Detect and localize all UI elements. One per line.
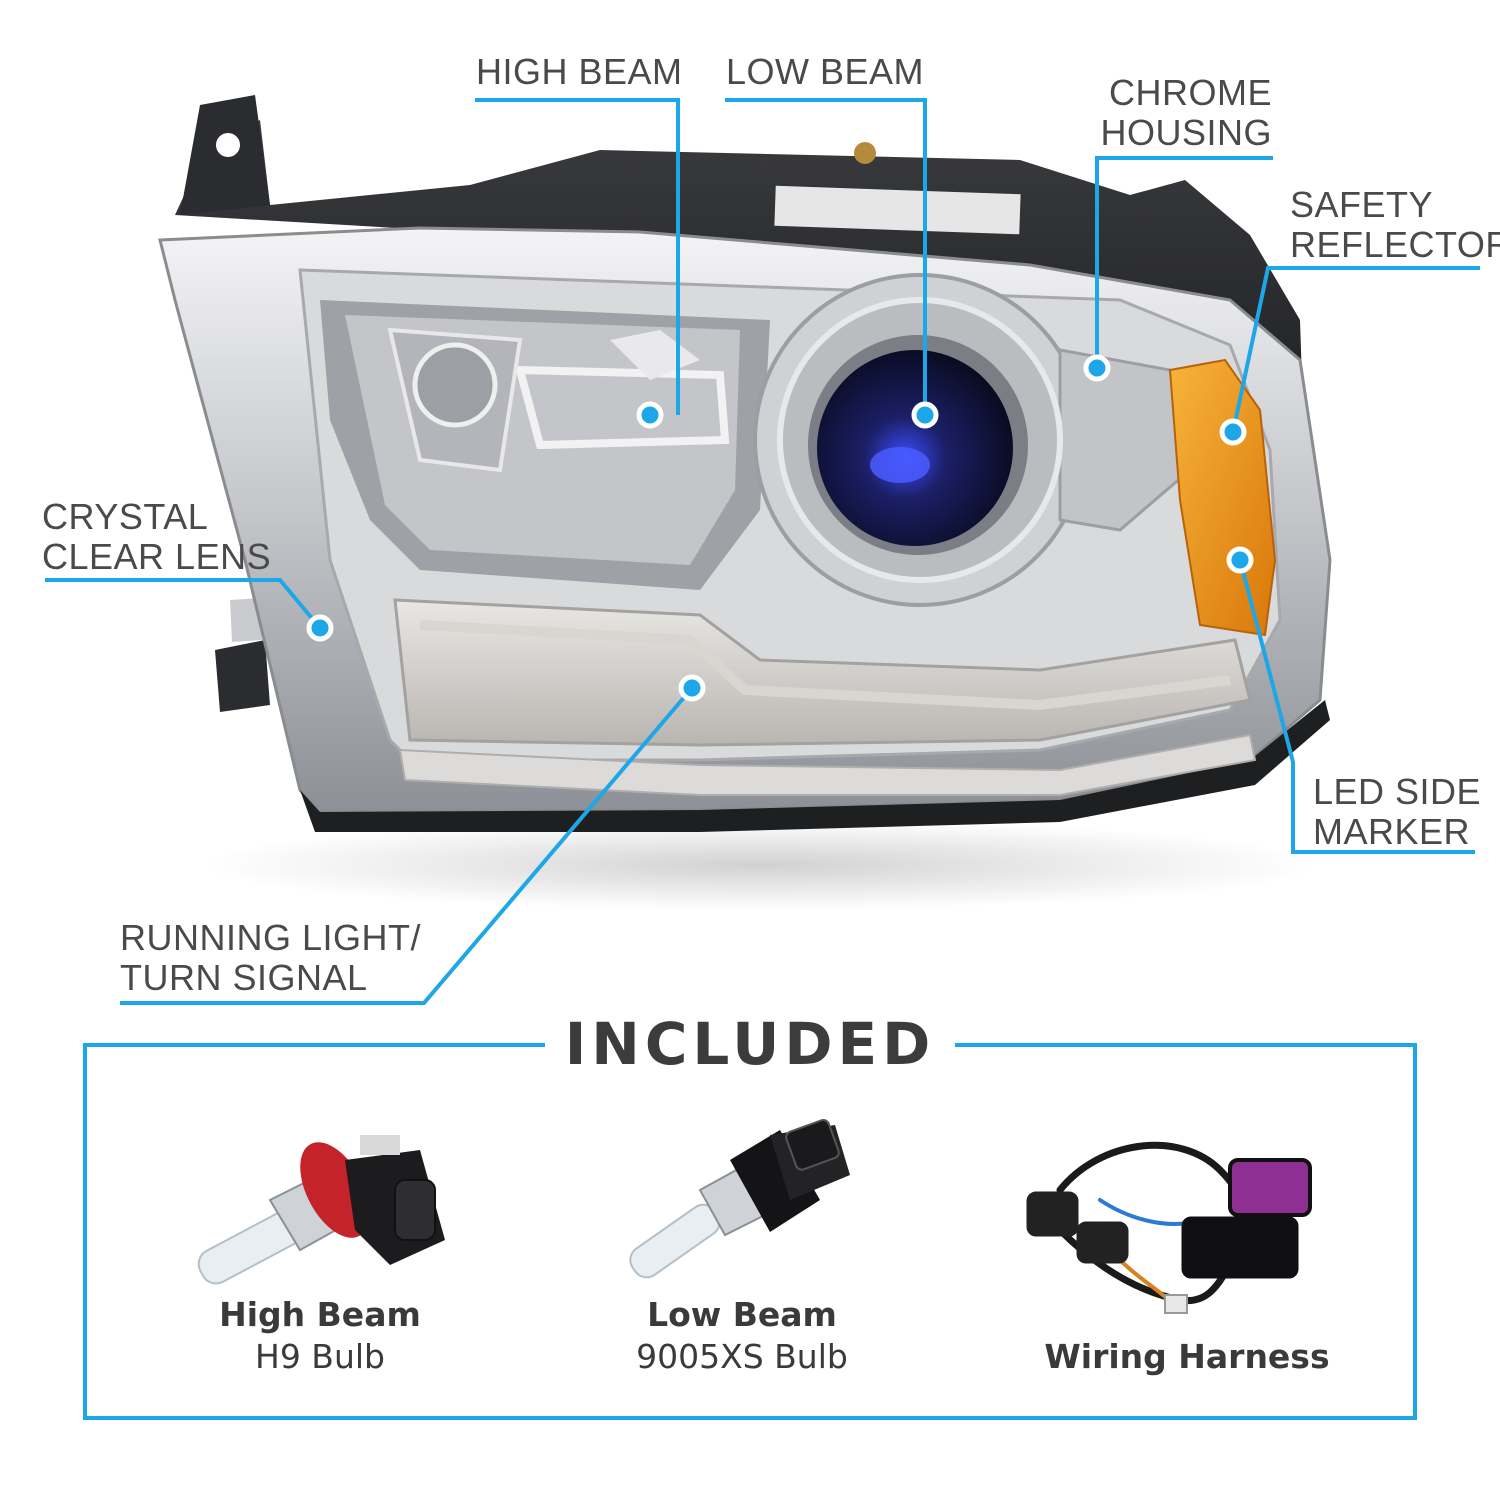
included-item-name: High Beam: [219, 1295, 421, 1334]
callout-led-side-marker-line2: MARKER: [1313, 811, 1471, 852]
callout-led-side-marker-line1: LED SIDE: [1313, 771, 1482, 812]
running-light-dot: [678, 674, 706, 702]
low-beam-dot: [911, 401, 939, 429]
callout-running-light-line2: TURN SIGNAL: [120, 957, 368, 998]
leader-running-light: [120, 686, 694, 1005]
callout-chrome-housing-line2: HOUSING: [1100, 112, 1272, 153]
included-item-name: Wiring Harness: [1044, 1337, 1330, 1376]
leader-crystal-clear-lens: [45, 578, 322, 630]
callout-low-beam-line1: LOW BEAM: [726, 51, 925, 92]
callout-safety-reflector-line1: SAFETY: [1290, 184, 1434, 225]
h9-bulb-icon: [197, 1135, 445, 1285]
included-item-low-beam: Low Beam 9005XS Bulb: [542, 1294, 942, 1378]
callout-high-beam-line1: HIGH BEAM: [476, 51, 683, 92]
leader-low-beam: [725, 98, 927, 415]
callout-running-light-line1: RUNNING LIGHT/: [120, 917, 422, 958]
9005xs-bulb-icon: [629, 1119, 850, 1279]
chrome-housing-dot: [1083, 354, 1111, 382]
included-item-high-beam: High Beam H9 Bulb: [120, 1294, 520, 1378]
leader-chrome-housing: [1095, 156, 1273, 368]
included-item-detail: H9 Bulb: [255, 1337, 385, 1376]
led-side-marker-dot: [1226, 546, 1254, 574]
callout-high-beam: HIGH BEAM: [476, 52, 683, 92]
callout-chrome-housing-line1: CHROME: [1109, 72, 1272, 113]
callout-safety-reflector: SAFETY REFLECTOR: [1290, 185, 1500, 265]
callout-chrome-housing: CHROME HOUSING: [1100, 73, 1272, 153]
included-item-wiring-harness: Wiring Harness: [987, 1336, 1387, 1378]
included-title: INCLUDED: [550, 1010, 950, 1078]
callout-crystal-clear-lens-line1: CRYSTAL: [42, 496, 209, 537]
high-beam-dot: [636, 401, 664, 429]
callout-low-beam: LOW BEAM: [726, 52, 924, 92]
leader-high-beam: [475, 98, 680, 415]
callout-crystal-clear-lens: CRYSTAL CLEAR LENS: [42, 497, 271, 577]
callout-running-light: RUNNING LIGHT/ TURN SIGNAL: [120, 918, 421, 998]
callout-crystal-clear-lens-line2: CLEAR LENS: [42, 536, 272, 577]
crystal-lens-dot: [306, 614, 334, 642]
leader-led-side-marker: [1238, 559, 1475, 854]
included-item-name: Low Beam: [647, 1295, 837, 1334]
included-frame: [83, 1043, 1417, 1420]
safety-reflector-dot: [1219, 418, 1247, 446]
callout-led-side-marker: LED SIDE MARKER: [1313, 772, 1481, 852]
included-item-detail: 9005XS Bulb: [636, 1337, 848, 1376]
wiring-harness-icon: [1026, 1141, 1312, 1314]
callout-safety-reflector-line2: REFLECTOR: [1290, 224, 1500, 265]
leader-safety-reflector: [1231, 266, 1480, 433]
